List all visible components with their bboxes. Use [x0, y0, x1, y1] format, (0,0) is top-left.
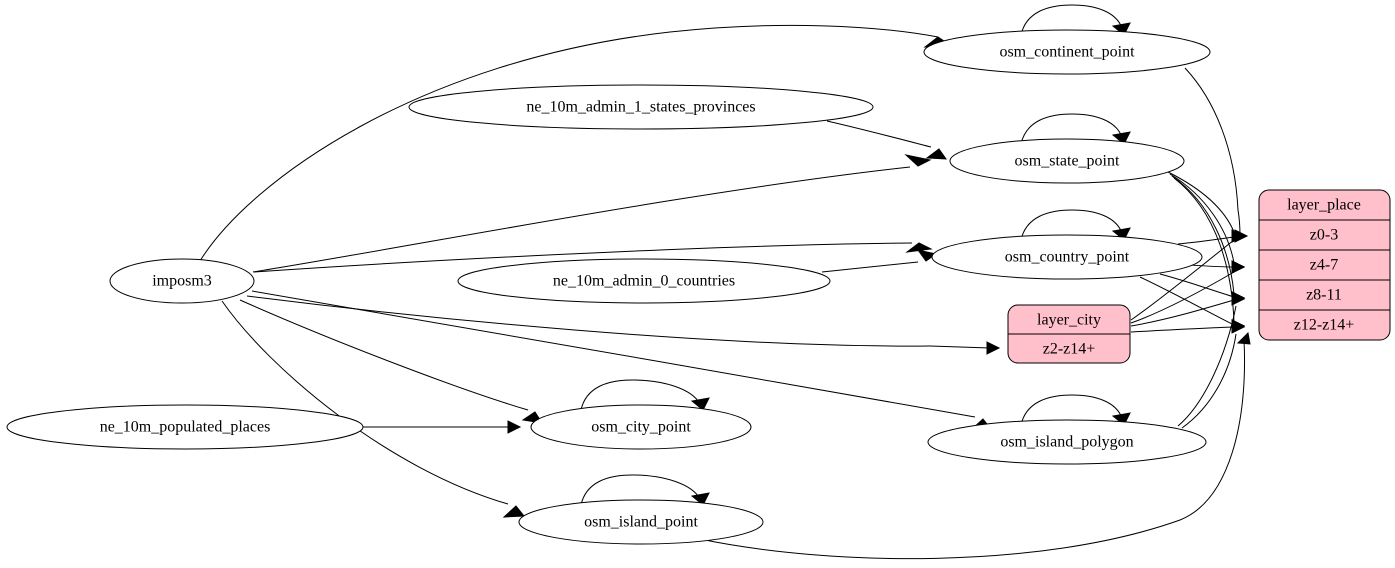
edge-ne-states-to-osm-state-point: [826, 120, 947, 160]
node-osm-island-point[interactable]: osm_island_point: [518, 499, 764, 545]
edge-imposm3-to-osm-state-point: [252, 154, 932, 273]
node-ne-10m-admin-0-countries[interactable]: ne_10m_admin_0_countries: [457, 258, 831, 304]
node-layer-place[interactable]: layer_place z0-3 z4-7 z8-11 z12-z14+: [1258, 189, 1391, 341]
edge-self-loop-osm-country-point: [1020, 209, 1131, 241]
edge-osm-country-point-to-layer-place-z12-z14: [1139, 276, 1246, 333]
node-layer: imposm3 ne_10m_admin_1_states_provinces …: [6, 29, 1391, 545]
node-osm-state-point[interactable]: osm_state_point: [949, 138, 1185, 184]
edge-osm-continent-point-to-layer-place-z0-3: [1184, 67, 1249, 243]
node-ne-10m-populated-places[interactable]: ne_10m_populated_places: [6, 404, 364, 450]
edge-layer-city-to-layer-place-z8-11: [1130, 291, 1246, 327]
edge-self-loop-osm-island-polygon: [1020, 394, 1131, 426]
node-osm-country-point[interactable]: osm_country_point: [931, 234, 1203, 280]
edge-layer-city-to-layer-place-z0-3: [1130, 229, 1246, 321]
edge-osm-island-polygon-to-layer-place-z12-z14: [1181, 320, 1246, 429]
edge-self-loop-osm-continent-point: [1020, 4, 1131, 36]
edge-layer-city-to-layer-place-z4-7: [1130, 260, 1246, 324]
node-osm-island-polygon[interactable]: osm_island_polygon: [927, 419, 1207, 465]
edge-ne-populated-to-osm-city-point: [363, 420, 522, 434]
edge-osm-island-point-to-layer-place-z12-z14: [699, 331, 1251, 560]
edge-self-loop-osm-island-point: [580, 474, 710, 506]
node-ne-10m-admin-1-states-provinces[interactable]: ne_10m_admin_1_states_provinces: [408, 84, 874, 130]
edge-ne-countries-to-osm-country-point: [821, 249, 938, 273]
edge-imposm3-to-layer-city: [246, 295, 1001, 355]
edge-self-loop-osm-state-point: [1020, 113, 1131, 145]
edge-imposm3-to-osm-city-point: [239, 299, 544, 424]
node-layer-city[interactable]: layer_city z2-z14+: [1007, 304, 1131, 364]
node-imposm3[interactable]: imposm3: [109, 258, 255, 304]
node-osm-city-point[interactable]: osm_city_point: [530, 404, 752, 450]
node-osm-continent-point[interactable]: osm_continent_point: [923, 29, 1211, 75]
edge-layer: [199, 4, 1251, 560]
edge-self-loop-osm-city-point: [580, 379, 710, 411]
edge-imposm3-to-osm-continent-point: [199, 24, 952, 262]
